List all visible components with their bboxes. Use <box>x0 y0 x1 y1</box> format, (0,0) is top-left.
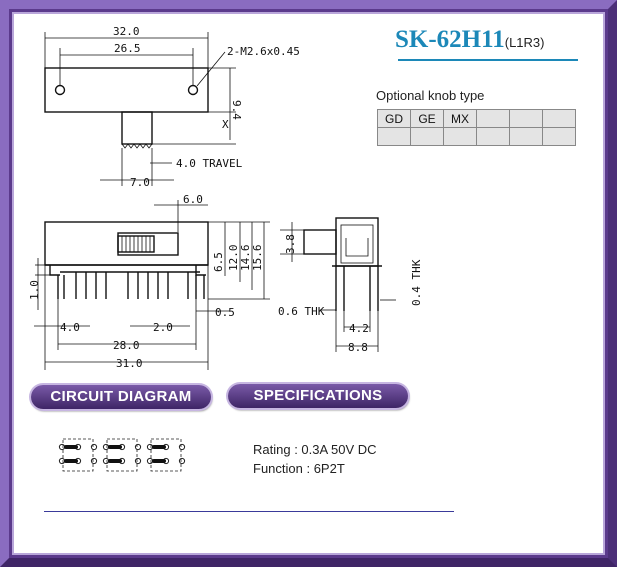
dim-pin-pitch: 2.0 <box>153 321 173 334</box>
dim-outer: 8.8 <box>348 341 368 354</box>
dimension-drawing: 32.0 26.5 2-M2.6x0.45 9.4 X 4.0 TRAVEL 7… <box>28 25 423 370</box>
model-name: SK-62H11 <box>395 26 505 53</box>
stem-knurl <box>121 143 153 149</box>
dim-thk-b: 0.4 THK <box>410 259 423 306</box>
knob-type-table: GD GE MX <box>377 109 576 146</box>
front-view: 6.0 6.5 12.0 14.6 15.6 1.0 4.0 2.0 0.5 2… <box>28 193 270 370</box>
dim-travel: 4.0 TRAVEL <box>176 157 243 170</box>
dim-pin-len: 1.0 <box>28 280 41 300</box>
front-base <box>45 264 208 276</box>
side-view: 3.8 0.6 THK 0.4 THK 4.2 8.8 <box>278 217 423 354</box>
dim-h3: 14.6 <box>239 245 252 272</box>
spec-function: Function : 6P2T <box>253 461 345 476</box>
knob-row <box>377 127 576 146</box>
dim-pin-pitch-left: 4.0 <box>60 321 80 334</box>
dim-actuator: 7.0 <box>130 176 150 189</box>
terminal-pins <box>57 272 205 299</box>
dim-x: X <box>222 118 229 131</box>
dim-height: 9.4 <box>230 100 243 120</box>
dim-width: 32.0 <box>113 25 140 38</box>
dim-h2: 12.0 <box>227 245 240 272</box>
bottom-divider <box>44 511 454 512</box>
top-view: 32.0 26.5 2-M2.6x0.45 9.4 X 4.0 TRAVEL 7… <box>44 25 300 189</box>
circuit-diagram-heading: CIRCUIT DIAGRAM <box>31 385 211 409</box>
dim-knob-offset: 6.0 <box>183 193 203 206</box>
side-knob <box>303 229 337 255</box>
top-body <box>44 67 209 113</box>
knob-cell <box>410 127 444 146</box>
title-underline <box>398 59 578 61</box>
dim-h4: 15.6 <box>251 245 264 272</box>
specifications-heading: SPECIFICATIONS <box>228 384 408 408</box>
dim-pin-width: 0.5 <box>215 306 235 319</box>
front-body <box>44 221 209 266</box>
datasheet-panel <box>12 12 605 555</box>
spec-text: Rating : 0.3A 50V DC Function : 6P2T <box>253 440 377 478</box>
actuator-stem <box>121 111 153 145</box>
dim-row: 28.0 <box>113 339 140 352</box>
knob-cell <box>542 127 576 146</box>
dim-hole-spec: 2-M2.6x0.45 <box>227 45 300 58</box>
pole-group <box>102 438 142 472</box>
side-pins <box>332 265 382 311</box>
dim-overall: 31.0 <box>116 357 143 370</box>
slider-knob <box>117 235 155 253</box>
model-title: SK-62H11(L1R3) <box>395 26 545 54</box>
knob-cell <box>509 109 543 128</box>
knob-cell <box>443 127 477 146</box>
knob-cell <box>542 109 576 128</box>
mount-hole-right <box>187 84 199 96</box>
knob-cell: GE <box>410 109 444 128</box>
spec-rating: Rating : 0.3A 50V DC <box>253 442 377 457</box>
knob-cell <box>377 127 411 146</box>
dim-knob-width: 3.8 <box>284 234 297 254</box>
dim-h1: 6.5 <box>212 252 225 272</box>
circuit-diagram <box>58 438 186 472</box>
pole-group <box>58 438 98 472</box>
dim-thk-a: 0.6 THK <box>278 305 325 318</box>
pole-group <box>146 438 186 472</box>
knob-row: GD GE MX <box>377 109 576 128</box>
mount-hole-left <box>54 84 66 96</box>
dim-inner: 4.2 <box>349 322 369 335</box>
knob-caption: Optional knob type <box>376 88 485 103</box>
dim-hole-pitch: 26.5 <box>114 42 141 55</box>
model-suffix: (L1R3) <box>504 35 545 50</box>
